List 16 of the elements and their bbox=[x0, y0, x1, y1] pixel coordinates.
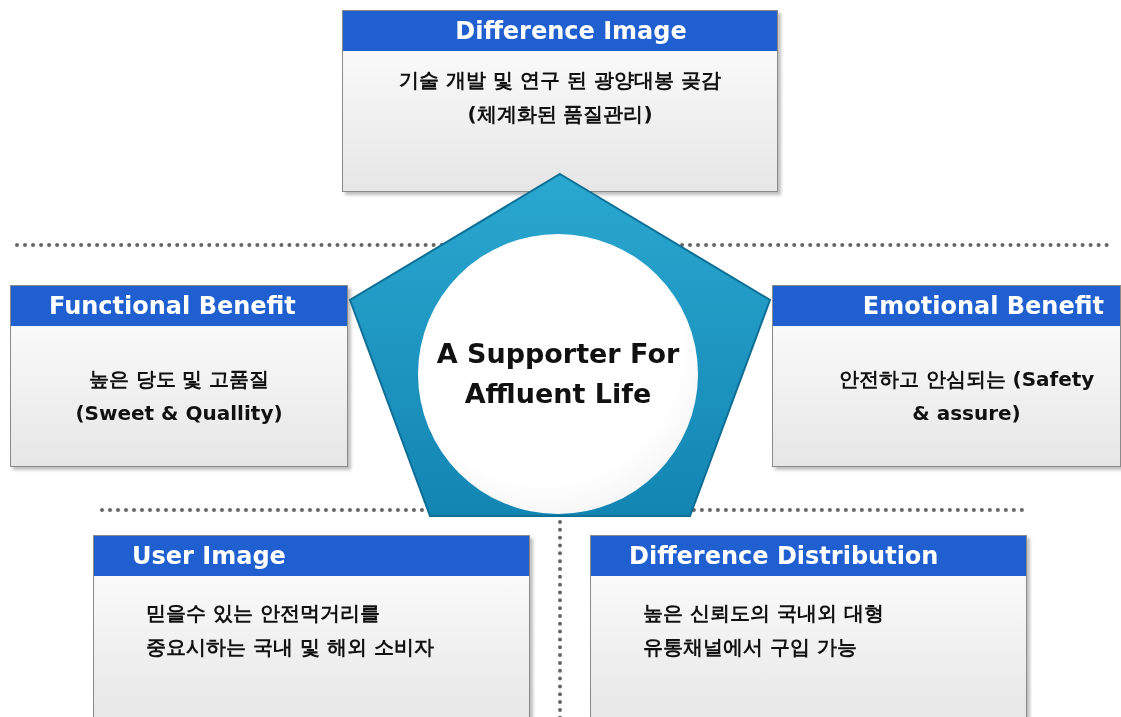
card-text: 믿을수 있는 안전먹거리를 중요시하는 국내 및 해외 소비자 bbox=[145, 600, 435, 661]
card-text: 높은 신뢰도의 국내외 대형 유통채널에서 구입 가능 bbox=[642, 600, 885, 661]
card-header: Emotional Benefit bbox=[773, 286, 1120, 326]
info-card bbox=[10, 285, 348, 467]
center-text: A Supporter For Affluent Life bbox=[435, 337, 681, 411]
card-text: 안전하고 안심되는 (Safety & assure) bbox=[837, 366, 1096, 427]
card-header: Functional Benefit bbox=[11, 286, 347, 326]
info-card bbox=[772, 285, 1121, 467]
card-text: 기술 개발 및 연구 된 광양대봉 곶감 (체계화된 품질관리) bbox=[398, 67, 722, 128]
info-card bbox=[342, 10, 778, 192]
card-text: 높은 당도 및 고품질 (Sweet & Quallity) bbox=[74, 366, 284, 427]
card-header: Difference Image bbox=[343, 11, 777, 51]
card-header: User Image bbox=[94, 536, 529, 576]
info-card bbox=[93, 535, 530, 717]
info-card bbox=[590, 535, 1027, 717]
card-header: Difference Distribution bbox=[591, 536, 1026, 576]
